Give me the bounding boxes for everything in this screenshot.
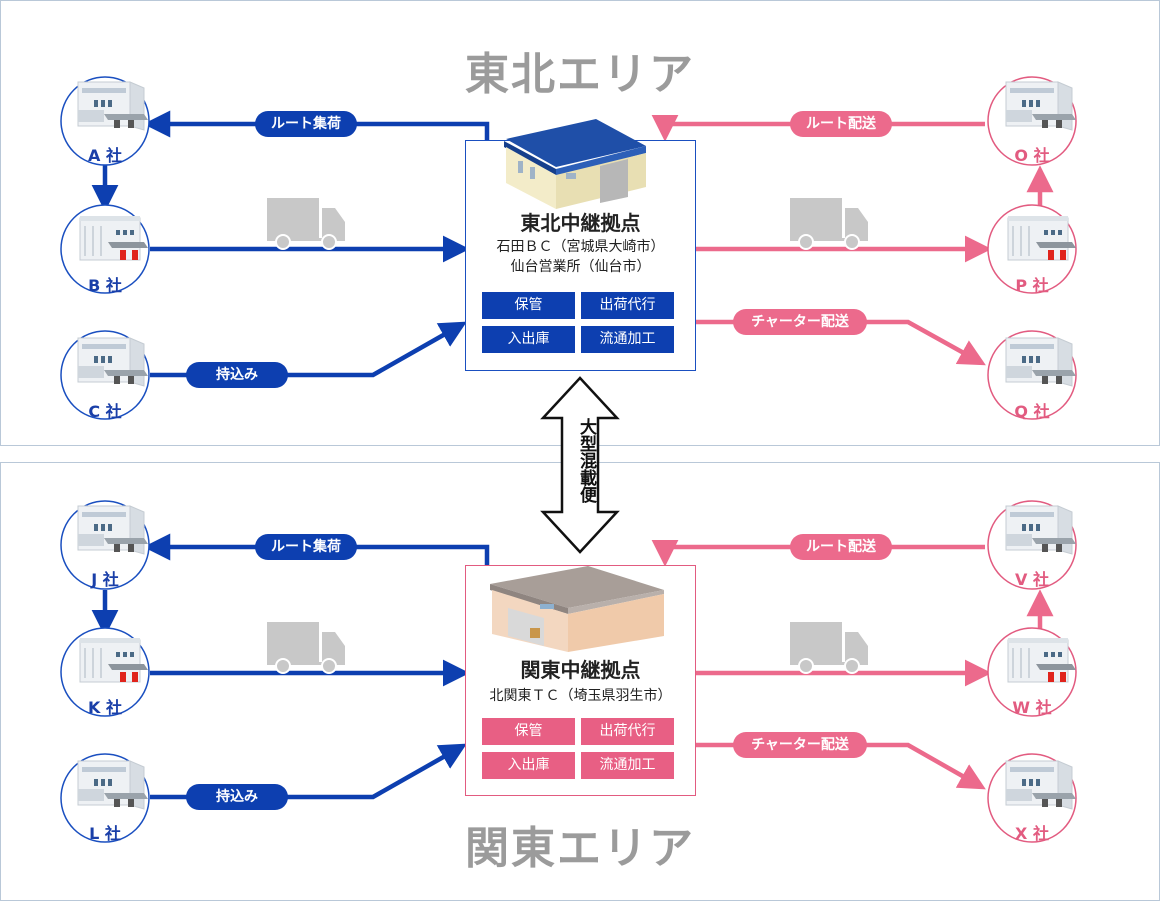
service-shipping-agency: 出荷代行 — [581, 292, 674, 319]
tohoku-area-title: 東北エリア — [465, 49, 695, 100]
tohoku-blue-arrows — [91, 110, 490, 378]
company-q-label: Q 社 — [1014, 402, 1050, 421]
route-delivery-label: ルート配送 — [790, 534, 892, 560]
service-shipping-agency: 出荷代行 — [581, 718, 674, 745]
company-w-circle — [987, 627, 1077, 717]
service-storage: 保管 — [482, 292, 575, 319]
route-collect-label: ルート集荷 — [255, 534, 357, 560]
company-o-label: O 社 — [1014, 146, 1050, 165]
company-k-circle — [60, 627, 150, 717]
company-w-label: W 社 — [1012, 698, 1052, 717]
service-in-out: 入出庫 — [482, 326, 575, 353]
brown-roof-warehouse-icon — [490, 566, 664, 652]
company-p-label: P 社 — [1015, 276, 1049, 295]
hub-name: 東北中継拠点 — [520, 211, 641, 235]
truck-icon — [789, 197, 869, 250]
route-collect-label: ルート集荷 — [255, 111, 357, 137]
company-b-circle — [60, 204, 150, 294]
company-x-label: X 社 — [1015, 824, 1049, 843]
truck-icon — [266, 621, 346, 674]
company-a-label: A 社 — [88, 146, 122, 165]
company-v-circle — [987, 500, 1077, 590]
company-j-circle — [60, 500, 150, 590]
company-j-label: J 社 — [91, 570, 119, 589]
company-q-circle — [987, 330, 1077, 420]
bring-in-label: 持込み — [186, 784, 288, 810]
company-p-circle — [987, 204, 1077, 294]
company-b-label: B 社 — [88, 276, 122, 295]
hub-name: 関東中継拠点 — [520, 658, 641, 682]
large-consolidated-shipping-label: 大型混載便 — [576, 418, 596, 503]
hub-location-2: 仙台営業所（仙台市） — [510, 259, 651, 275]
hub-location-1: 北関東ＴＣ（埼玉県羽生市） — [489, 688, 672, 704]
charter-delivery-label: チャーター配送 — [733, 732, 867, 758]
charter-delivery-label: チャーター配送 — [733, 309, 867, 335]
blue-roof-warehouse-icon — [504, 119, 646, 209]
double-arrow-icon — [540, 376, 620, 554]
kanto-hub-box: 関東中継拠点 北関東ＴＣ（埼玉県羽生市） 保管 出荷代行 入出庫 流通加工 — [465, 565, 696, 796]
company-k-label: K 社 — [88, 698, 122, 717]
company-c-circle — [60, 330, 150, 420]
company-x-circle — [987, 753, 1077, 843]
company-l-circle — [60, 753, 150, 843]
service-processing: 流通加工 — [581, 752, 674, 779]
company-c-label: C 社 — [88, 402, 122, 421]
service-in-out: 入出庫 — [482, 752, 575, 779]
service-storage: 保管 — [482, 718, 575, 745]
route-delivery-label: ルート配送 — [790, 111, 892, 137]
bring-in-label: 持込み — [186, 362, 288, 388]
hub-location-1: 石田ＢＣ（宮城県大崎市） — [496, 239, 665, 255]
truck-icon — [266, 197, 346, 250]
truck-icon — [789, 621, 869, 674]
kanto-blue-arrows — [91, 533, 490, 800]
kanto-area-title: 関東エリア — [465, 823, 695, 874]
tohoku-hub-box: 東北中継拠点 石田ＢＣ（宮城県大崎市） 仙台営業所（仙台市） 保管 出荷代行 入… — [465, 119, 696, 371]
company-l-label: L 社 — [89, 824, 121, 843]
company-o-circle — [987, 76, 1077, 166]
company-v-label: V 社 — [1015, 570, 1049, 589]
company-a-circle — [60, 76, 150, 166]
service-processing: 流通加工 — [581, 326, 674, 353]
